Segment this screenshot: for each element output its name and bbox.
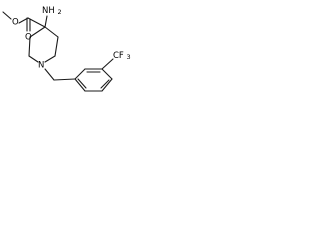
- bond-ch2-aryl: [53, 78, 76, 81]
- label-cf3: CF 3: [113, 51, 131, 62]
- bond-benz-c1-c2: [74, 68, 86, 80]
- bond-benz-inner-b: [100, 79, 110, 89]
- label-nh2-sub: 2: [57, 8, 61, 16]
- label-cf3-main: CF: [113, 51, 124, 61]
- label-methyl-o: O: [12, 18, 19, 28]
- bond-c4-nh2: [44, 15, 48, 28]
- bond-ring-c2-n: [44, 55, 56, 63]
- label-nh2-main: NH: [42, 6, 55, 16]
- bond-benz-inner-c: [77, 78, 87, 89]
- bond-aryl-cf3: [101, 58, 114, 70]
- bond-ring-c4-c3: [44, 26, 59, 38]
- bond-carbonyl-c4: [27, 17, 46, 28]
- bond-benz-c6-c1: [74, 78, 86, 92]
- structure-canvas: O O NH 2 N CF 3: [0, 0, 150, 103]
- bond-ring-c3-c2: [54, 36, 59, 57]
- bond-ring-c5-c4: [29, 26, 46, 38]
- bond-ring-n-c6: [28, 55, 39, 63]
- label-nh2: NH 2: [42, 6, 62, 17]
- bond-ring-c6-c5: [28, 36, 31, 57]
- bond-methyl-o: [2, 11, 12, 20]
- bond-benz-c3-c4: [101, 68, 113, 80]
- label-carbonyl-o: O: [25, 33, 32, 43]
- bond-n-ch2: [44, 68, 55, 81]
- bond-benz-c4-c5: [101, 78, 113, 92]
- label-ring-n: N: [38, 61, 44, 71]
- chemical-structure: O O NH 2 N CF 3: [2, 6, 131, 92]
- label-cf3-sub: 3: [127, 53, 131, 61]
